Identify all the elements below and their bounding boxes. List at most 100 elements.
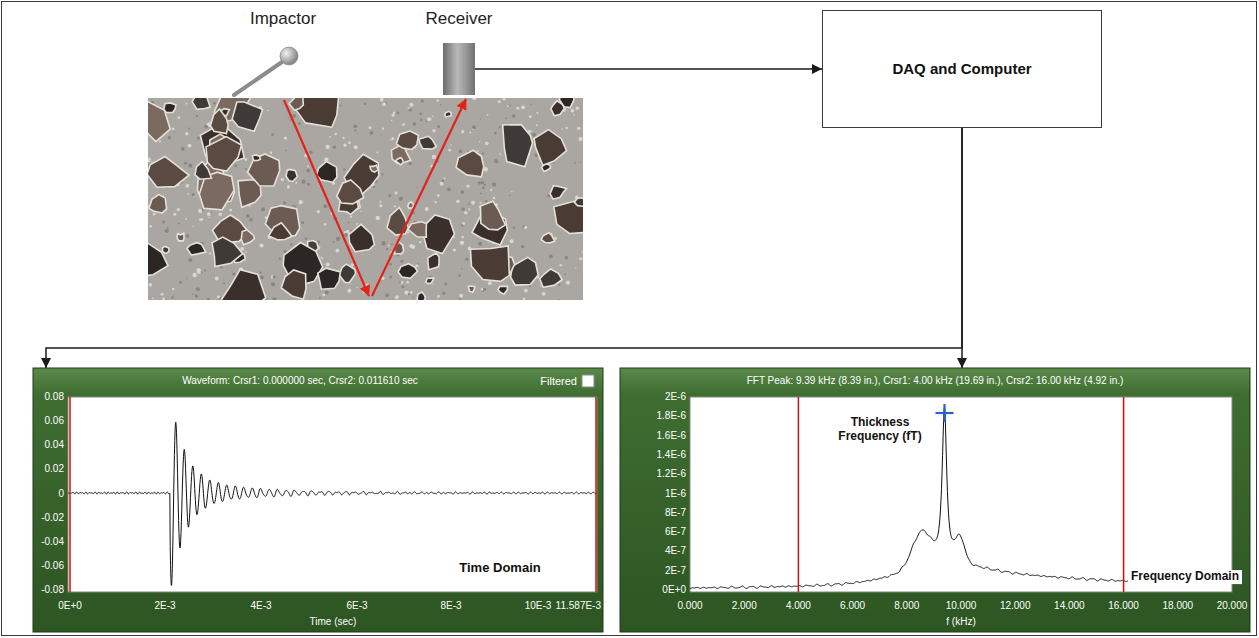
speckle (223, 282, 225, 284)
speckle (388, 244, 390, 246)
speckle (549, 254, 553, 258)
speckle (391, 137, 394, 140)
speckle (357, 132, 358, 133)
concrete-photo (148, 98, 583, 300)
aggregate-stone (559, 98, 574, 108)
speckle (379, 201, 381, 203)
speckle (232, 272, 235, 275)
speckle (574, 162, 576, 164)
speckle (329, 136, 331, 138)
speckle (442, 292, 445, 295)
axis-tick: 4.000 (786, 600, 811, 612)
speckle (493, 197, 495, 199)
speckle (402, 123, 405, 126)
speckle (416, 187, 417, 188)
aggregate-stone (164, 103, 176, 113)
speckle (440, 182, 444, 186)
speckle (536, 124, 538, 126)
speckle (273, 276, 276, 279)
speckle (381, 134, 382, 135)
aggregate-stone (428, 253, 439, 270)
speckle (260, 275, 264, 279)
speckle (270, 152, 272, 154)
speckle (471, 201, 475, 205)
speckle (480, 118, 481, 119)
speckle (322, 258, 324, 260)
speckle (204, 269, 206, 271)
aggregate-stone (177, 233, 184, 241)
speckle (399, 197, 403, 201)
receiver-sensor: Receiver (443, 43, 475, 95)
chart-header: Waveform: Crsr1: 0.000000 sec, Crsr2: 0.… (182, 375, 418, 387)
speckle (400, 260, 403, 263)
speckle (217, 295, 220, 298)
speckle (407, 232, 409, 234)
speckle (335, 249, 339, 253)
speckle (165, 229, 169, 233)
speckle (460, 190, 464, 194)
speckle (171, 296, 173, 298)
axis-tick: 4E-3 (250, 600, 271, 612)
cursor-line (1123, 397, 1125, 592)
speckle (576, 106, 579, 109)
speckle (149, 283, 153, 287)
speckle (437, 125, 440, 128)
speckle (292, 114, 296, 118)
speckle (478, 242, 482, 246)
speckle (448, 149, 451, 152)
speckle (523, 298, 526, 300)
axis-tick: 4E-7 (665, 546, 686, 558)
speckle (413, 122, 417, 126)
chart-header: FFT Peak: 9.39 kHz (8.39 in.), Crsr1: 4.… (747, 375, 1124, 387)
speckle (267, 110, 269, 112)
checkbox (582, 375, 594, 387)
speckle (306, 169, 310, 173)
speckle (179, 281, 182, 284)
speckle (249, 218, 252, 221)
speckle (229, 209, 232, 212)
speckle (510, 239, 514, 243)
process-box: DAQ and Computer (822, 10, 1102, 128)
speckle (436, 99, 438, 101)
speckle (207, 297, 210, 300)
speckle (382, 102, 386, 106)
aggregate-stone (232, 102, 262, 131)
speckle (162, 298, 165, 300)
speckle (207, 212, 211, 216)
speckle (388, 194, 391, 197)
aggregate-stone (187, 243, 206, 255)
speckle (271, 282, 275, 286)
speckle (472, 98, 476, 100)
speckle (479, 202, 481, 204)
speckle (492, 182, 496, 186)
speckle (292, 204, 294, 206)
chart-panel: FFT Peak: 9.39 kHz (8.39 in.), Crsr1: 4.… (620, 368, 1250, 632)
speckle (260, 243, 264, 247)
speckle (521, 105, 525, 109)
speckle (530, 104, 531, 105)
axis-tick: 16.000 (1108, 600, 1139, 612)
speckle (344, 233, 348, 237)
axis-tick: 8E-7 (665, 507, 686, 519)
chart-annotation: Thickness Frequency (fT) (827, 416, 933, 444)
speckle (326, 262, 330, 266)
speckle (301, 221, 304, 224)
speckle (505, 118, 507, 120)
speckle (432, 129, 435, 132)
aggregate-stone (503, 125, 533, 167)
axis-tick: 0.02 (45, 464, 64, 476)
speckle (335, 133, 337, 135)
axis-tick: 6E-7 (665, 526, 686, 538)
speckle (450, 144, 451, 145)
speckle (245, 251, 247, 253)
speckle (513, 227, 515, 229)
chart-panel (620, 368, 1250, 632)
speckle (444, 283, 447, 286)
aggregate-stone (540, 269, 562, 287)
speckle (393, 112, 395, 114)
speckle (376, 216, 380, 220)
speckle (419, 241, 421, 243)
speckle (305, 237, 308, 240)
speckle (478, 181, 481, 184)
aggregate-stone (252, 155, 260, 161)
